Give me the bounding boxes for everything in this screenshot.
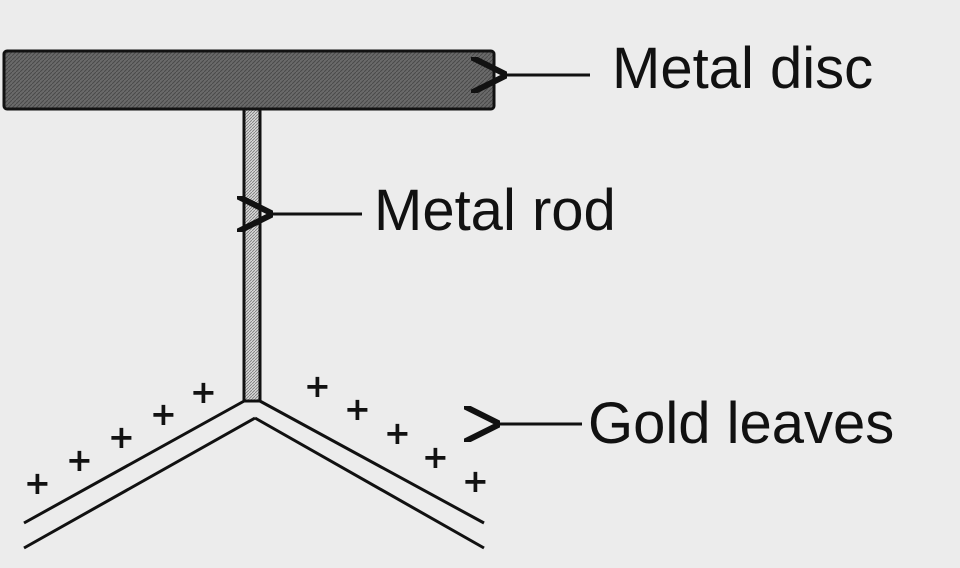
metal-disc (2, 49, 496, 111)
plus-sign: + (24, 464, 51, 502)
gold-leaf-left (23, 398, 256, 550)
plus-sign: + (304, 367, 331, 405)
right-leaf-charges: + + + + + (304, 367, 489, 500)
metal-rod (242, 107, 262, 403)
plus-sign: + (344, 390, 371, 428)
plus-sign: + (422, 438, 449, 476)
plus-sign: + (108, 418, 135, 456)
plus-sign: + (66, 441, 93, 479)
metal-rod-label: Metal rod (374, 178, 616, 243)
plus-sign: + (384, 414, 411, 452)
plus-sign: + (190, 373, 217, 411)
plus-sign: + (150, 395, 177, 433)
gold-leaves-label: Gold leaves (588, 391, 894, 456)
left-leaf-charges: + + + + + (24, 373, 217, 502)
metal-disc-label: Metal disc (612, 36, 873, 101)
gold-leaf-right (254, 398, 485, 550)
plus-sign: + (462, 462, 489, 500)
